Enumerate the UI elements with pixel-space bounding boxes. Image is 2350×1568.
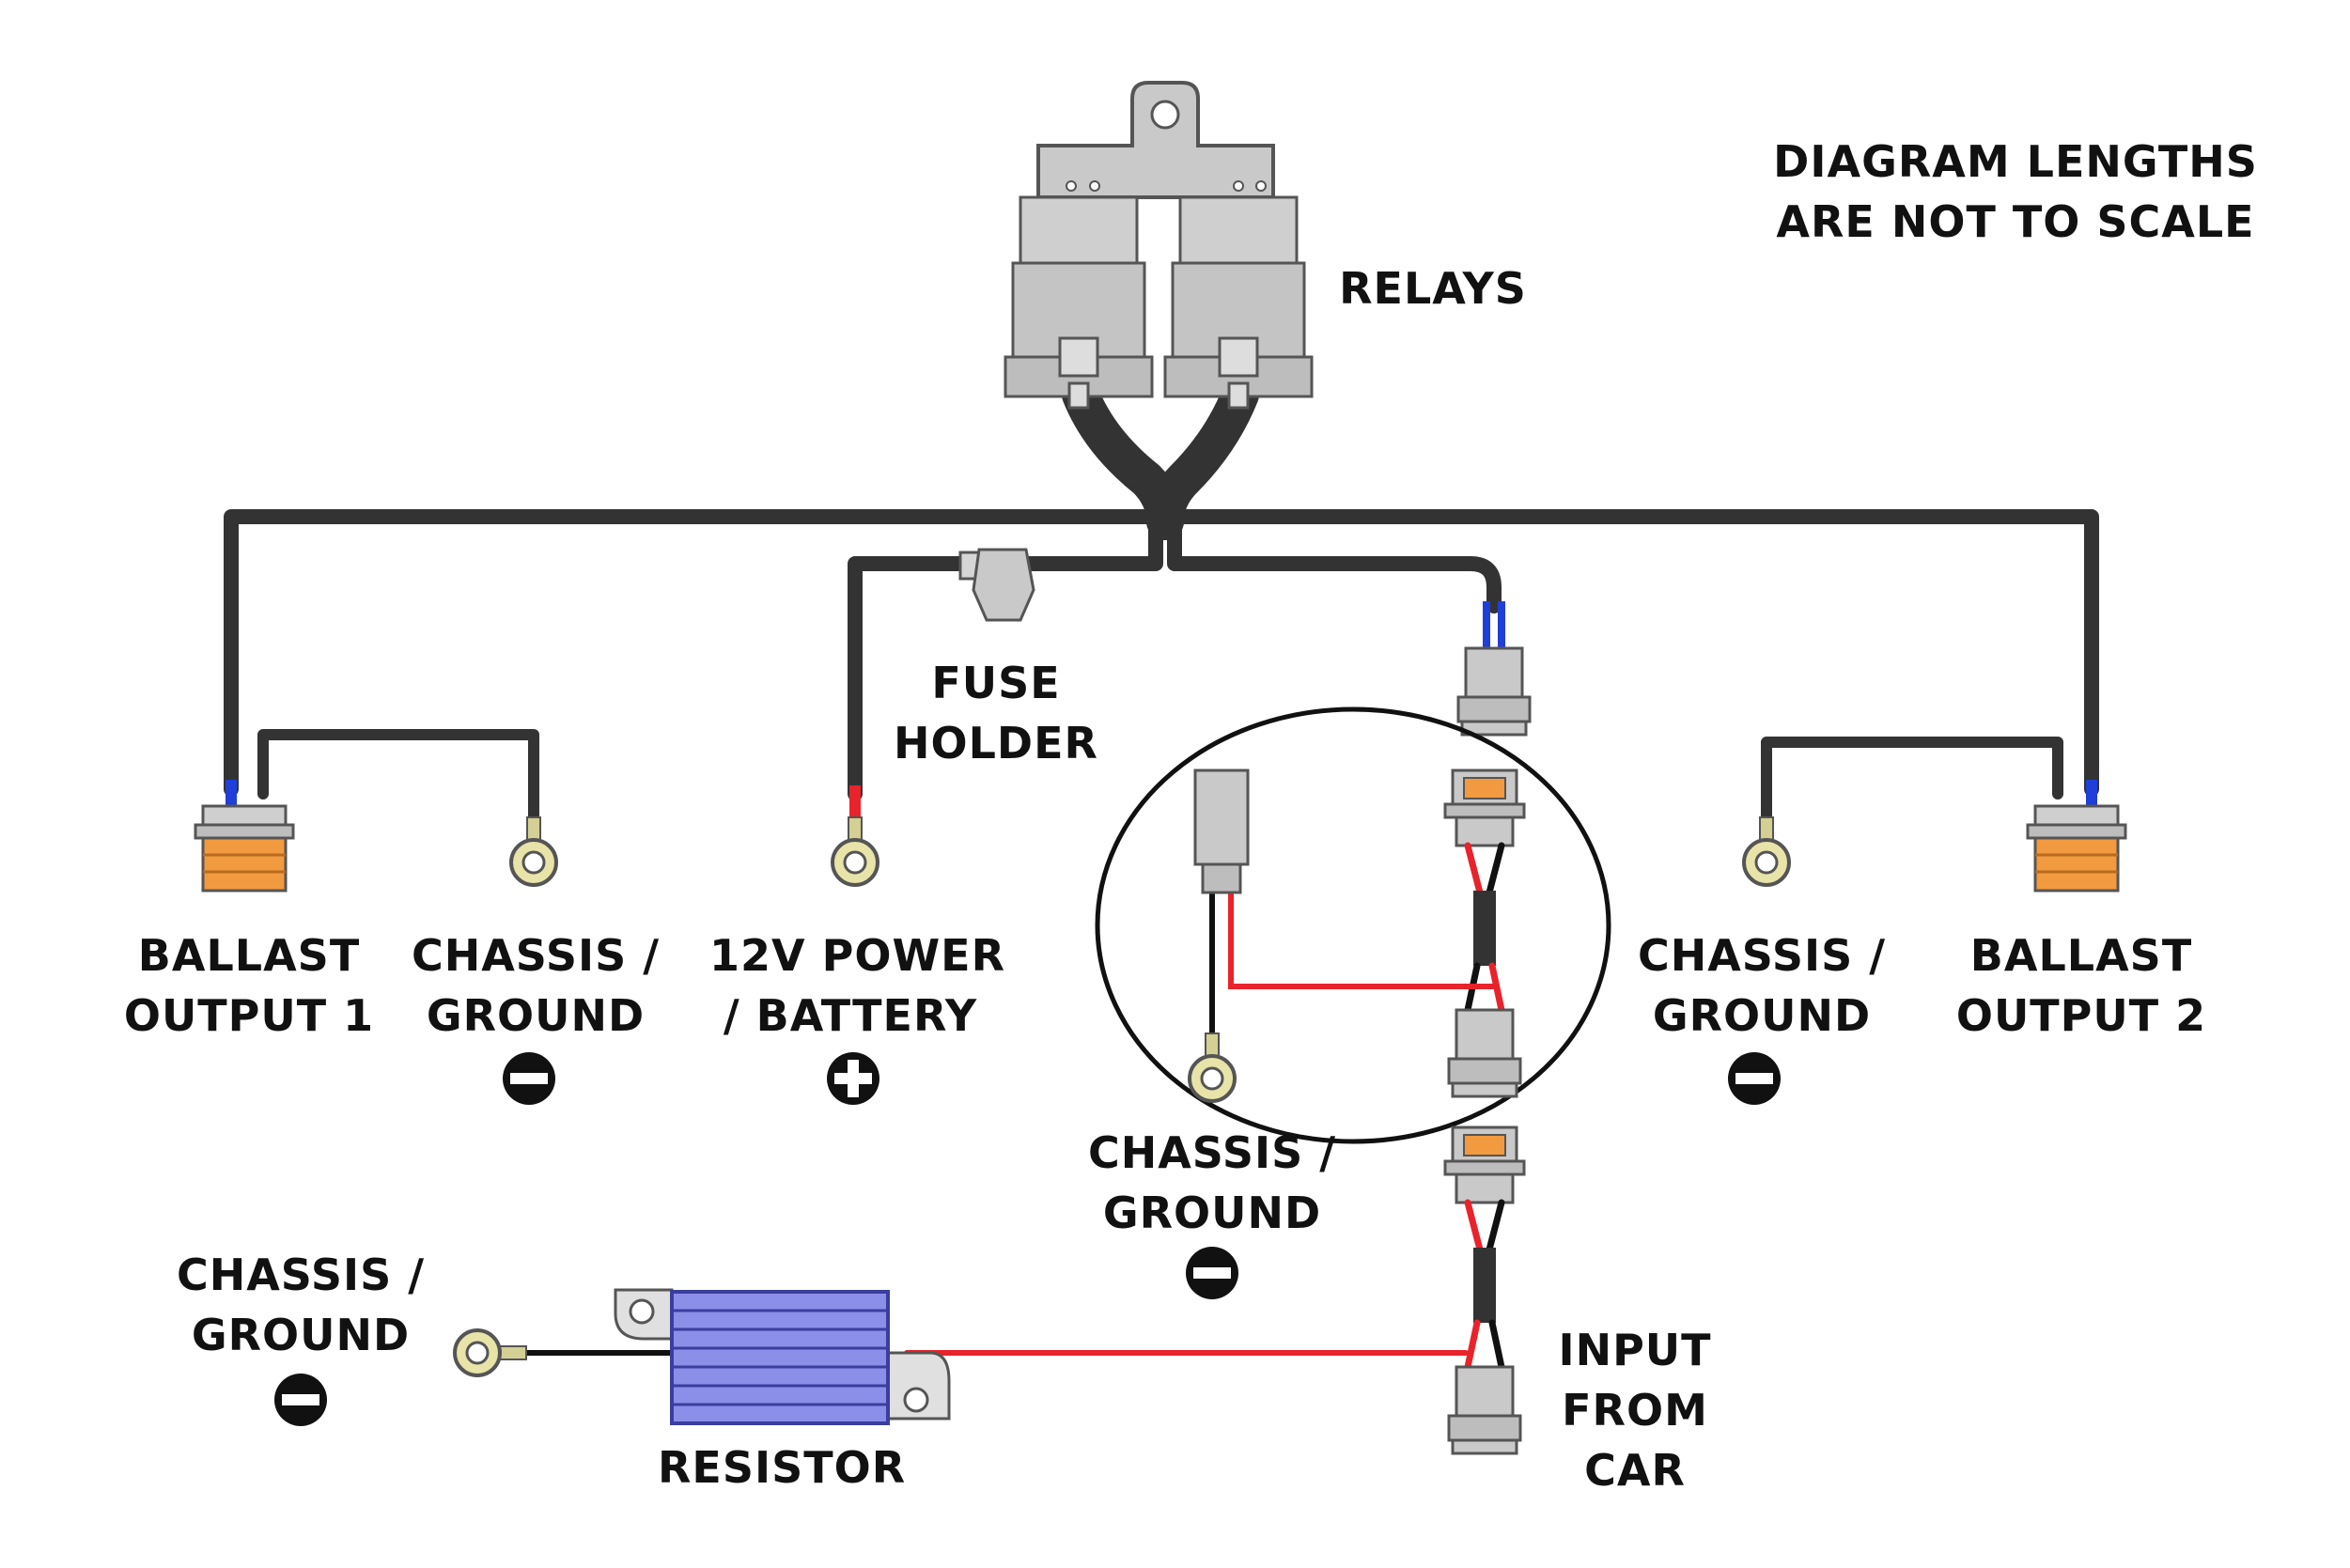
relay-right — [1163, 195, 1314, 410]
input-female-plug — [1443, 1126, 1526, 1204]
input-from-car-plug — [1447, 1365, 1522, 1455]
relays-label-text: RELAYS — [1339, 263, 1527, 314]
input-wires — [523, 1199, 1505, 1371]
ballast-output-1-label: BALLAST OUTPUT 1 — [113, 925, 385, 1046]
resistor-label: RESISTOR — [658, 1437, 907, 1498]
negative-symbol-right — [1728, 1052, 1781, 1105]
chassis-ground-right-line-1: CHASSIS / — [1637, 930, 1887, 981]
fuse-holder — [958, 548, 1035, 622]
negative-symbol-left — [503, 1052, 555, 1105]
ring-terminal-chassis-right — [1742, 815, 1791, 887]
chassis-ground-center-line-1: CHASSIS / — [1087, 1127, 1337, 1178]
chassis-ground-left-line-2: GROUND — [426, 990, 646, 1041]
main-harness — [224, 376, 2099, 831]
adapter-detail-circle — [1095, 706, 1611, 1144]
ring-terminal-chassis-center — [1188, 1032, 1237, 1103]
chassis-ground-right-line-2: GROUND — [1652, 990, 1872, 1041]
input-from-car-line-3: CAR — [1584, 1445, 1686, 1496]
scale-note-line-1: DIAGRAM LENGTHS — [1773, 136, 2258, 187]
ballast-output-1-connector — [194, 804, 295, 893]
fuse-holder-label: FUSE HOLDER — [883, 653, 1109, 773]
chassis-ground-left-line-1: CHASSIS / — [411, 930, 661, 981]
ballast-output-2-line-2: OUTPUT 2 — [1955, 990, 2207, 1041]
chassis-ground-resistor-line-2: GROUND — [191, 1310, 411, 1360]
fuse-holder-label-line-1: FUSE — [931, 658, 1061, 708]
scale-note-line-2: ARE NOT TO SCALE — [1776, 196, 2255, 247]
input-from-car-line-2: FROM — [1562, 1385, 1708, 1436]
input-from-car-line-1: INPUT — [1558, 1325, 1712, 1375]
chassis-ground-left-label: CHASSIS / GROUND — [404, 925, 667, 1046]
chassis-ground-resistor-label: CHASSIS / GROUND — [169, 1245, 432, 1365]
relay-bracket — [1036, 81, 1275, 199]
negative-symbol-center — [1186, 1247, 1238, 1299]
ring-terminal-power — [831, 815, 879, 887]
relay-left — [1004, 195, 1154, 410]
adapter-female-plug-top — [1443, 768, 1526, 847]
positive-symbol-power — [827, 1052, 879, 1105]
chassis-ground-resistor-line-1: CHASSIS / — [176, 1250, 426, 1300]
ring-terminal-chassis-resistor — [453, 1328, 527, 1377]
ring-terminal-chassis-left — [509, 815, 558, 887]
fuse-holder-label-line-2: HOLDER — [894, 718, 1098, 768]
chassis-ground-center-line-2: GROUND — [1102, 1188, 1322, 1238]
negative-symbol-resistor — [274, 1374, 327, 1426]
ballast-output-1-line-1: BALLAST — [137, 930, 361, 981]
adapter-wires — [1209, 842, 1505, 1036]
resistor-body — [614, 1288, 951, 1425]
scale-note: DIAGRAM LENGTHS ARE NOT TO SCALE — [1738, 132, 2293, 252]
relays-label: RELAYS — [1334, 258, 1532, 318]
relay-input-plug — [1456, 646, 1532, 737]
input-from-car-label: INPUT FROM CAR — [1541, 1320, 1729, 1500]
power-battery-line-1: 12V POWER — [709, 930, 1006, 981]
ballast-output-1-line-2: OUTPUT 1 — [123, 990, 375, 1041]
power-battery-line-2: / BATTERY — [723, 990, 978, 1041]
power-battery-label: 12V POWER / BATTERY — [709, 925, 1006, 1046]
chassis-ground-right-label: CHASSIS / GROUND — [1630, 925, 1893, 1046]
chassis-ground-center-label: CHASSIS / GROUND — [1081, 1123, 1344, 1243]
ballast-output-2-connector — [2026, 804, 2127, 893]
ballast-output-2-line-1: BALLAST — [1969, 930, 2193, 981]
adapter-male-plug — [1447, 1008, 1522, 1098]
resistor-label-text: RESISTOR — [658, 1442, 907, 1493]
ballast-output-2-label: BALLAST OUTPUT 2 — [1945, 925, 2218, 1046]
adapter-spade-connector — [1193, 768, 1250, 894]
